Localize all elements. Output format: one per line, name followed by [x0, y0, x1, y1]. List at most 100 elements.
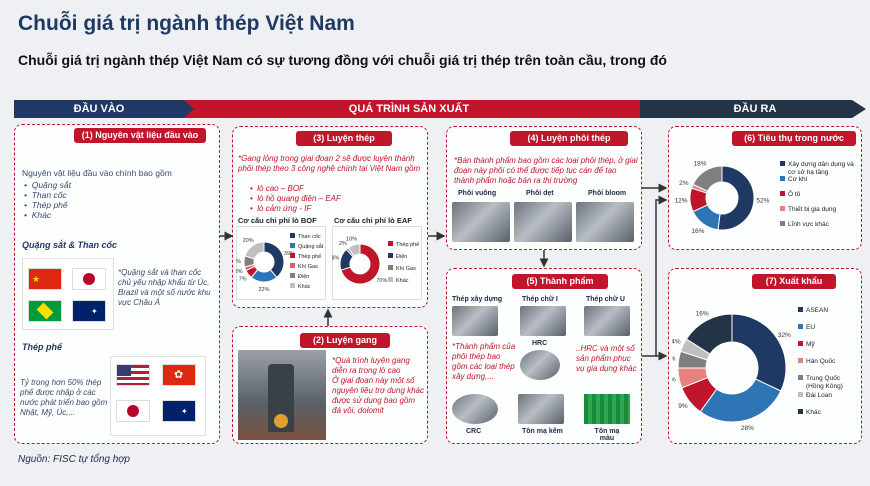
page-subtitle: Chuỗi giá trị ngành thép Việt Nam có sự …	[18, 52, 667, 68]
slice-data-label: 5%	[672, 355, 676, 362]
phase-input-shape	[14, 100, 196, 118]
raw-materials-header: (1) Nguyên vật liệu đầu vào	[74, 128, 206, 143]
slice-data-label: 2%	[679, 180, 689, 187]
legend-label: Than cốc	[298, 234, 321, 240]
finished-products-header: (5) Thành phẩm	[512, 274, 608, 289]
finished-text-right: ..HRC và một số sản phẩm phục vụ gia dụn…	[576, 344, 637, 373]
slice-data-label: 10%	[346, 236, 357, 242]
legend-label: Trung Quốc	[806, 373, 841, 382]
legend-swatch	[798, 409, 803, 414]
arrow-5-to-6	[642, 195, 668, 357]
legend-swatch	[290, 243, 295, 248]
legend-label: Đài Loan	[806, 392, 832, 399]
legend-swatch	[780, 191, 785, 196]
crc-image	[452, 394, 498, 424]
raw-materials-list: • Quặng sắt • Than cốc • Thép phế • Khác	[24, 180, 71, 220]
japan-flag-icon	[72, 268, 106, 290]
australia-flag-icon: ✦	[72, 300, 106, 322]
legend-swatch	[290, 233, 295, 238]
product-label: Thép xây dựng	[452, 296, 503, 303]
square-billet-image	[452, 202, 510, 242]
slice-data-label: 3%	[236, 269, 243, 275]
legend-label: Khác	[396, 278, 409, 284]
raw-materials-intro: Nguyên vật liệu đầu vào chính bao gồm	[22, 168, 172, 178]
usa-flag-icon	[116, 364, 150, 386]
legend-swatch	[290, 273, 295, 278]
list-item: • Than cốc	[24, 190, 67, 200]
legend-swatch	[388, 277, 393, 282]
legend-label: Thép phế	[298, 254, 321, 260]
legend-label: cơ sở hạ tầng	[788, 167, 829, 176]
hrc-coil-image	[520, 350, 560, 380]
billet-header: (4) Luyện phôi thép	[510, 131, 628, 146]
ironmaking-text: *Quá trình luyện gang diễn ra trong lò c…	[332, 356, 425, 415]
eaf-chart-title: Cơ cấu chi phí lò EAF	[334, 216, 412, 225]
blast-furnace-image	[238, 350, 326, 440]
product-label: CRC	[466, 428, 482, 435]
slice-data-label: 12%	[675, 198, 688, 205]
bloom-image	[576, 202, 634, 242]
phase-bar	[14, 100, 690, 118]
slice-data-label: 20%	[243, 238, 254, 244]
legend-swatch	[388, 241, 393, 246]
slice-data-label: 32%	[778, 332, 791, 339]
scrap-text: Tỷ trọng hơn 50% thép phế được nhập ở cá…	[20, 378, 108, 417]
galvanized-sheet-image	[518, 394, 564, 424]
pie-slice	[340, 243, 381, 285]
billet-product-label: Phôi vuông	[458, 190, 497, 197]
slice-data-label: 39%	[284, 251, 295, 257]
ore-coke-text: *Quặng sắt và than cốc chủ yếu nhập khẩu…	[118, 268, 211, 307]
slice-data-label: 4%	[672, 339, 681, 346]
legend-label: EU	[806, 324, 815, 331]
slab-image	[514, 202, 572, 242]
steelmaking-list: • lò cao – BOF • lò hồ quang điện – EAF …	[250, 184, 341, 214]
legend-label: Hàn Quốc	[806, 356, 836, 365]
product-label: Tôn mạ kẽm	[522, 428, 563, 435]
list-item: • Thép phế	[24, 200, 68, 210]
legend-swatch	[798, 375, 803, 380]
ironmaking-header: (2) Luyện gang	[300, 333, 390, 348]
phase-input-label: ĐẦU VÀO	[73, 103, 125, 115]
product-label: Thép chữ I	[522, 296, 558, 303]
legend-swatch	[798, 358, 803, 363]
legend-label: Ô tô	[788, 189, 801, 198]
color-coated-sheet-image	[584, 394, 630, 424]
japan-flag-icon	[116, 400, 150, 422]
legend-swatch	[798, 341, 803, 346]
china-flag-icon: ★	[28, 268, 62, 290]
legend-label: Điện	[298, 274, 309, 280]
export-header: (7) Xuất khẩu	[752, 274, 836, 289]
legend-label: (Hồng Kông)	[806, 381, 843, 390]
pie-slice	[685, 313, 733, 355]
slice-data-label: 22%	[258, 287, 269, 293]
phase-output-shape	[640, 100, 866, 118]
billet-product-label: Phôi dẹt	[526, 190, 554, 197]
product-label: Tôn mạ màu	[594, 428, 620, 442]
list-item: • Quặng sắt	[24, 180, 71, 190]
billet-product-label: Phôi bloom	[588, 190, 627, 197]
legend-label: Mỹ	[806, 341, 815, 348]
legend-swatch	[290, 283, 295, 288]
list-item: • lò cao – BOF	[250, 184, 304, 193]
hrc-label: HRC	[532, 340, 548, 347]
billet-text: *Bán thành phẩm bao gồm các loại phôi th…	[454, 156, 638, 185]
legend-swatch	[780, 176, 785, 181]
bof-chart-title: Cơ cấu chi phí lò BOF	[238, 216, 317, 225]
phase-bar-end	[640, 100, 866, 118]
legend-label: Điện	[396, 254, 407, 260]
legend-label: Khí Gas	[396, 266, 416, 272]
source-note: Nguồn: FISC tự tổng hợp	[18, 454, 130, 465]
list-item: • lò hồ quang điện – EAF	[250, 194, 341, 203]
legend-label: Thiết bị gia dụng	[788, 204, 836, 213]
rebar-image	[452, 306, 498, 336]
legend-swatch	[798, 307, 803, 312]
i-beam-image	[520, 306, 566, 336]
slice-data-label: 28%	[741, 425, 754, 432]
domestic-header: (6) Tiêu thụ trong nước	[732, 131, 856, 146]
legend-label: Lĩnh vực khác	[788, 221, 830, 228]
pie-slice	[731, 313, 787, 392]
